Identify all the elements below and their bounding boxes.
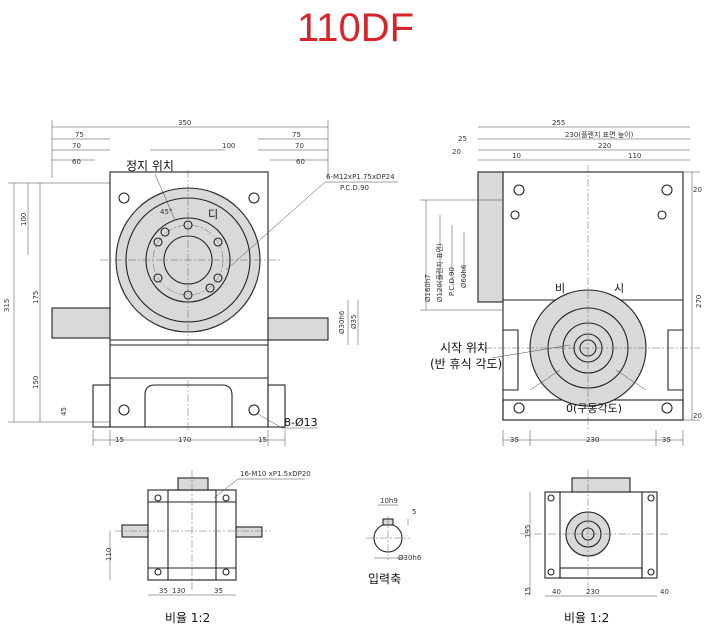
drawing-title: 110DF [296,6,415,50]
side-dim-110: 110 [628,152,641,160]
side-dim-right-20-top: 20 [693,186,702,194]
side-dim-d60: Ø60h6 [460,264,468,288]
side-dim-d120: Ø120(플랜지 표면) [435,243,444,302]
side-dim-230: 230(플랜지 표면 높이) [565,130,634,139]
dim-left-175: 175 [32,291,40,304]
dim-left-45: 45 [60,407,68,416]
input-shaft-dim-5: 5 [412,508,416,516]
bottom-left-scale-label: 비율 1:2 [165,611,210,625]
arrow-left-text: 비 [555,282,565,295]
dim-top-60-right: 60 [296,158,305,166]
input-shaft-dim-30: Ø30h6 [398,554,422,562]
side-dim-right-20-bottom: 20 [693,412,702,420]
angle-small-text: 45° [160,208,172,216]
dim-bottom-15-right: 15 [258,436,267,444]
dim-left-150: 150 [32,376,40,389]
dim-top-70-right: 70 [295,142,304,150]
bottom-right-dim-195: 195 [524,525,532,538]
side-dim-bottom-35-left: 35 [510,436,519,444]
bottom-left-dim-130: 130 [172,587,185,595]
input-shaft-view: 10h9 5 Ø30h6 입력축 [366,497,422,586]
bottom-left-dim-110: 110 [105,548,113,561]
side-dim-pcd90: P.C.D.90 [448,267,456,296]
start-position-label-2: (반 휴식 각도) [430,357,502,371]
stop-position-label: 정지 위치 [126,159,174,173]
bottom-right-dim-15: 15 [524,587,532,596]
input-shaft-dim-10h9: 10h9 [380,497,398,505]
arrow-right-text: 시 [614,282,624,295]
start-position-label-1: 시작 위치 [440,341,488,355]
angle-label: 0(구동각도) [566,402,622,415]
bottom-right-dim-230: 230 [586,588,599,596]
dim-top-100: 100 [222,142,235,150]
bottom-left-dim-35-right: 35 [214,587,223,595]
dim-top-75-left: 75 [75,131,84,139]
direction-arrow-text: 디 [208,208,218,221]
shaft-dim-35: Ø35 [350,315,358,329]
side-dim-255: 255 [552,119,565,127]
dim-overall-width: 350 [178,119,191,127]
side-dim-20: 20 [452,148,461,156]
dim-left-315: 315 [3,299,11,312]
dim-top-70-left: 70 [72,142,81,150]
input-shaft-label: 입력축 [368,572,401,586]
bolt-note-line1: 6-M12xP1.75xDP24 [326,173,395,181]
dim-top-75-right: 75 [292,131,301,139]
side-dim-d160: Ø160h7 [424,274,432,302]
bottom-right-dim-40-right: 40 [660,588,669,596]
side-dim-bottom-230: 230 [586,436,599,444]
side-dim-bottom-35-right: 35 [662,436,671,444]
side-view: 255 230(플랜지 표면 높이) 220 110 25 10 20 [420,119,703,446]
side-dim-10: 10 [512,152,521,160]
bottom-right-scale-label: 비율 1:2 [564,611,609,625]
side-dim-right-270: 270 [695,295,703,308]
hole-note: 8-Ø13 [284,416,318,429]
bottom-right-view: 195 15 40 230 40 비율 1:2 [520,470,670,625]
front-view: 350 75 70 60 100 75 70 60 315 100 175 15… [3,119,398,446]
dim-bottom-170: 170 [178,436,191,444]
dim-left-100: 100 [20,213,28,226]
bottom-left-dim-35-left: 35 [159,587,168,595]
bottom-left-note: 16-M10 xP1.5xDP20 [240,470,311,478]
bolt-note-line2: P.C.D.90 [340,184,369,192]
dim-bottom-15-left: 15 [115,436,124,444]
bottom-right-dim-40-left: 40 [552,588,561,596]
shaft-dim-30: Ø30h6 [338,310,346,334]
side-dim-220: 220 [598,142,611,150]
side-dim-25: 25 [458,135,467,143]
bottom-left-view: 16-M10 xP1.5xDP20 110 35 130 35 비율 1:2 [105,470,311,625]
dim-top-60-left: 60 [72,158,81,166]
